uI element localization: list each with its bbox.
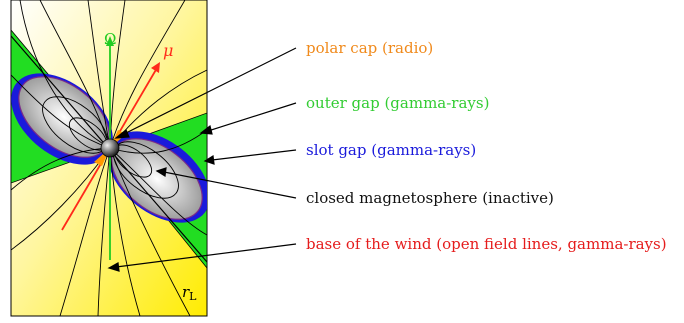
open-field-lines — [11, 0, 207, 316]
rotation-axis-arrowhead — [106, 36, 114, 46]
label-wind-base: base of the wind (open field lines, gamm… — [306, 235, 667, 253]
light-cylinder-symbol: rL — [182, 283, 197, 303]
neutron-star — [100, 138, 120, 158]
label-polar-cap: polar cap (radio) — [306, 39, 433, 57]
magnetic-moment-arrowhead — [151, 62, 160, 73]
label-slot-gap: slot gap (gamma-rays) — [306, 141, 476, 159]
label-outer-gap: outer gap (gamma-rays) — [306, 94, 489, 112]
mu-symbol: μ — [163, 41, 173, 60]
label-closed-magnetosphere: closed magnetosphere (inactive) — [306, 189, 554, 207]
omega-symbol: Ω — [104, 30, 116, 48]
pointer-lines — [107, 47, 297, 272]
